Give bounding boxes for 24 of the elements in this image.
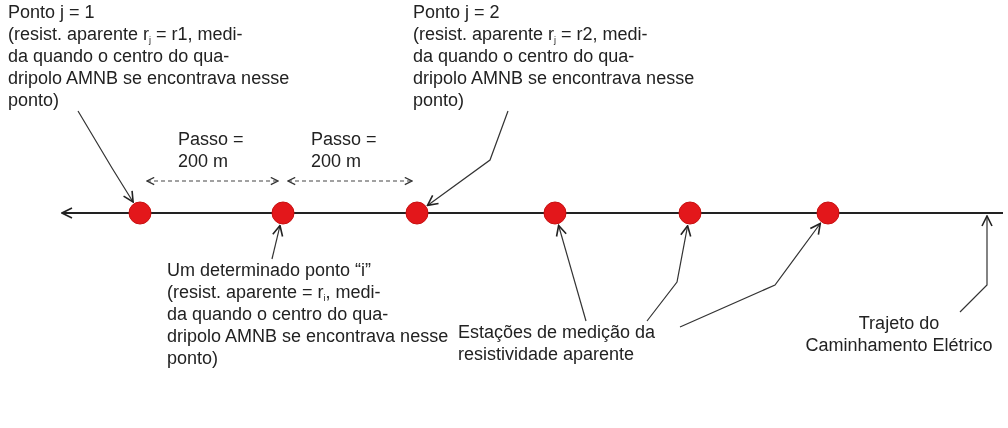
leader-line <box>679 222 822 328</box>
callout-text: (resist. aparente r$_{j}$ = r2, medi- da quando o centro do qua- dripolo AMNB se encontrava nesse ponto) <box>413 23 696 111</box>
leader-line <box>646 225 692 322</box>
callout-heading: Ponto j = 2 <box>413 1 501 23</box>
station-dot <box>816 201 840 225</box>
leader-line <box>959 215 993 313</box>
dimension-label: Passo = 200 m <box>311 128 378 172</box>
station-dot <box>678 201 702 225</box>
callout-heading: Um determinado ponto “i” <box>167 259 373 281</box>
callout-text: Estações de medição da resistividade aparente <box>458 321 680 365</box>
station-dot <box>128 201 152 225</box>
callout-heading: Ponto j = 1 <box>8 1 96 23</box>
station-dot <box>271 201 295 225</box>
leader-line <box>271 224 284 260</box>
callout-text: (resist. aparente = r$_{i}$, medi- da quando o centro do qua- dripolo AMNB se encontrava nesse ponto) <box>167 281 450 369</box>
callout-text: (resist. aparente r$_{j}$ = r1, medi- da quando o centro do qua- dripolo AMNB se encontrava nesse ponto) <box>8 23 291 111</box>
survey-line <box>61 207 1004 219</box>
callout-text: Trajeto do Caminhamento Elétrico <box>800 312 998 356</box>
leader-line <box>77 110 134 203</box>
station-dot <box>543 201 567 225</box>
leader-line <box>426 110 509 207</box>
station-dot <box>405 201 429 225</box>
dimension-label: Passo = 200 m <box>178 128 245 172</box>
leader-line <box>555 224 587 322</box>
